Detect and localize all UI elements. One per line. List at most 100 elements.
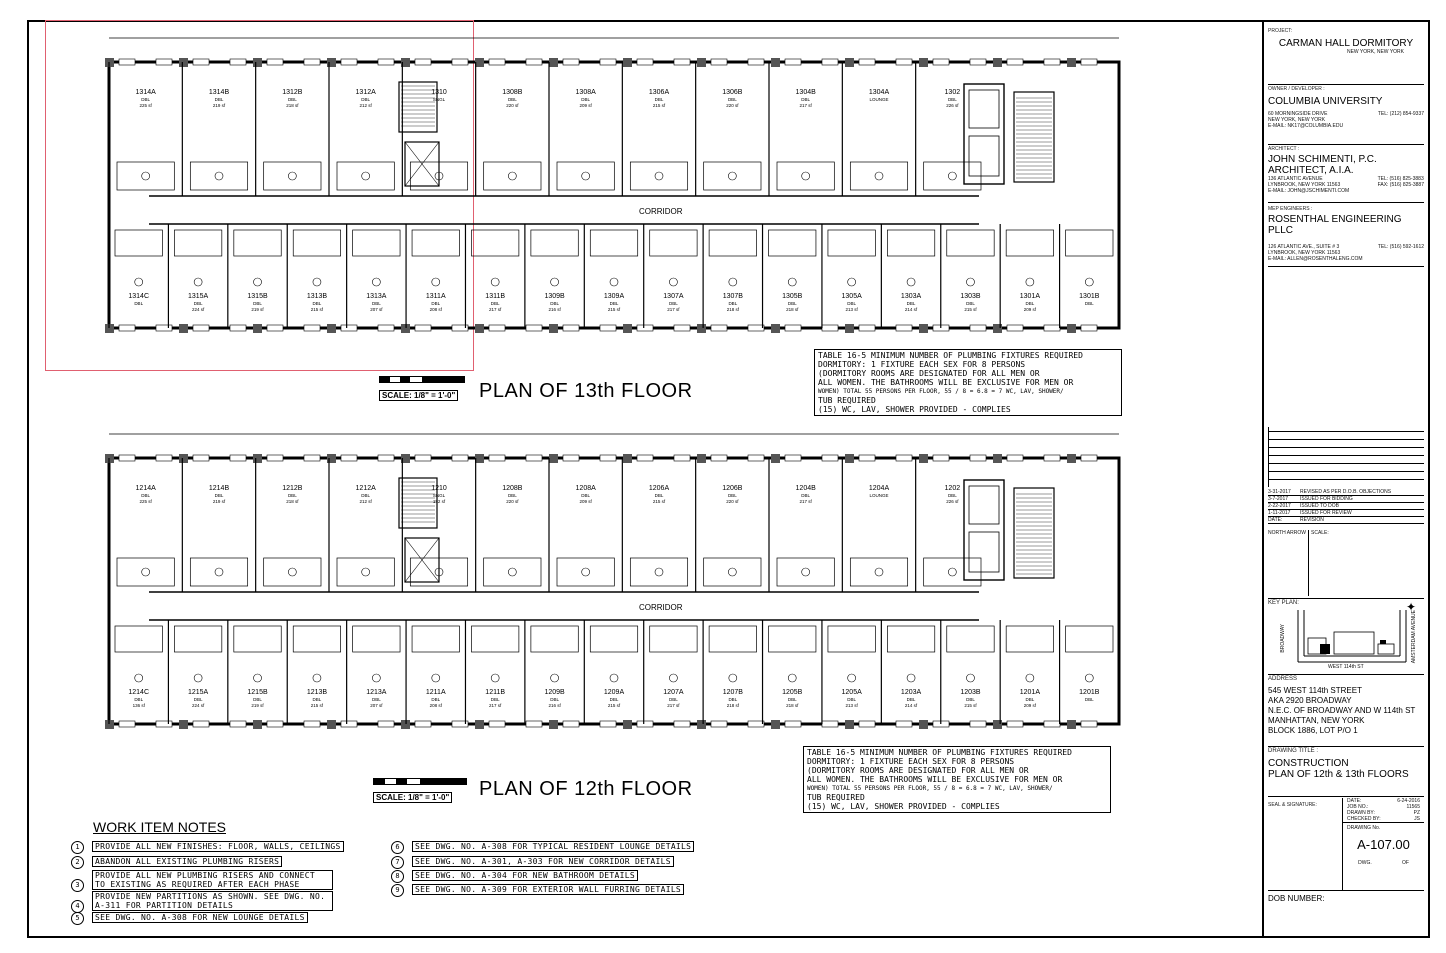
room-number: 1314B [209, 89, 230, 96]
room-area: 208 sf [430, 307, 443, 312]
column [1067, 720, 1076, 729]
column [697, 720, 706, 729]
room-type: DBL [1025, 301, 1034, 306]
stair-core-east [1013, 91, 1055, 183]
room-area: 214 sf [905, 307, 918, 312]
window [747, 324, 765, 332]
toilet-symbol [874, 567, 884, 577]
bathroom [233, 229, 282, 257]
bathroom [649, 625, 698, 653]
window [710, 720, 728, 728]
toilet-symbol [801, 567, 810, 577]
tb-seal: SEAL & SIGNATURE: DATE:6-24-2016 JOB NO.… [1268, 798, 1424, 891]
door-tag [134, 277, 144, 287]
room-area: 215 sf [964, 703, 977, 708]
room-type: DBL [215, 493, 224, 498]
bathroom [776, 557, 835, 587]
door-tag [193, 673, 203, 683]
window [821, 720, 839, 728]
door-tag [253, 673, 262, 683]
room-number: 1311A [426, 293, 446, 300]
window [414, 324, 432, 332]
exterior-wall [107, 60, 1121, 330]
elevator-core [963, 479, 1005, 581]
toilet-symbol [141, 171, 150, 181]
room-number: 1204B [796, 485, 817, 492]
column [475, 720, 484, 729]
door-tag [490, 277, 500, 287]
window [340, 324, 358, 332]
door-tag [253, 277, 262, 287]
window [858, 454, 876, 462]
bathroom [849, 161, 909, 191]
bathroom [471, 625, 520, 653]
room-number: 1214A [136, 485, 157, 492]
room-number: 1303A [901, 293, 922, 300]
north-arrow-icon: ✦ [1405, 600, 1416, 614]
column [327, 58, 336, 67]
room-number: 1207B [723, 689, 744, 696]
bathroom [946, 229, 995, 257]
room-type: DBL [728, 301, 737, 306]
room-type: DBL [288, 97, 297, 102]
bathroom [352, 229, 401, 257]
tb-project: PROJECT: CARMAN HALL DORMITORY NEW YORK,… [1268, 28, 1424, 85]
bathroom [887, 625, 936, 653]
room-area: 216 sf [548, 307, 561, 312]
column [549, 454, 558, 463]
window [969, 58, 987, 66]
bathroom [116, 161, 175, 191]
column [401, 324, 410, 333]
window [192, 58, 210, 66]
window [155, 58, 173, 66]
room-type: SNGL [433, 493, 446, 498]
scale-label-12: SCALE: 1/8" = 1'-0" [373, 792, 453, 803]
window [488, 720, 506, 728]
window [377, 58, 395, 66]
door-tag [431, 673, 441, 683]
room-area: 218 sf [286, 499, 299, 504]
window [488, 324, 506, 332]
room-type: DBL [801, 97, 810, 102]
room-type: DBL [728, 97, 737, 102]
room-number: 1312B [282, 89, 303, 96]
tb-dob: DOB NUMBER: [1268, 894, 1325, 903]
window [303, 454, 321, 462]
column [179, 324, 188, 333]
window [192, 720, 210, 728]
column [771, 324, 780, 333]
toilet-symbol [654, 567, 664, 577]
window [118, 324, 136, 332]
window [636, 58, 654, 66]
room-type: DBL [610, 301, 619, 306]
room-type: DBL [372, 301, 381, 306]
elevator-car [968, 135, 1000, 177]
room-type: DBL [581, 97, 590, 102]
window [821, 58, 839, 66]
window [118, 58, 136, 66]
room-type: DBL [788, 697, 797, 702]
room-number: 1304B [796, 89, 817, 96]
tb-mep: MEP ENGINEERS : ROSENTHAL ENGINEERING PL… [1268, 206, 1424, 267]
room-number: 1313A [366, 293, 387, 300]
toilet-symbol [141, 567, 150, 577]
stair-core [398, 477, 438, 529]
room-number: 1315A [188, 293, 209, 300]
window [858, 58, 876, 66]
room-type: DBL [581, 493, 590, 498]
window [599, 720, 617, 728]
window [562, 454, 580, 462]
bathroom [768, 229, 817, 257]
room-number: 1213A [366, 689, 387, 696]
room-area: 217 sf [800, 103, 813, 108]
window [414, 720, 432, 728]
window [266, 720, 284, 728]
room-type: DBL [1025, 697, 1034, 702]
column [401, 58, 410, 67]
bathroom [174, 229, 223, 257]
room-number: 1314A [136, 89, 157, 96]
bathroom [530, 229, 579, 257]
toilet-symbol [581, 567, 590, 577]
room-number: 1208A [576, 485, 597, 492]
